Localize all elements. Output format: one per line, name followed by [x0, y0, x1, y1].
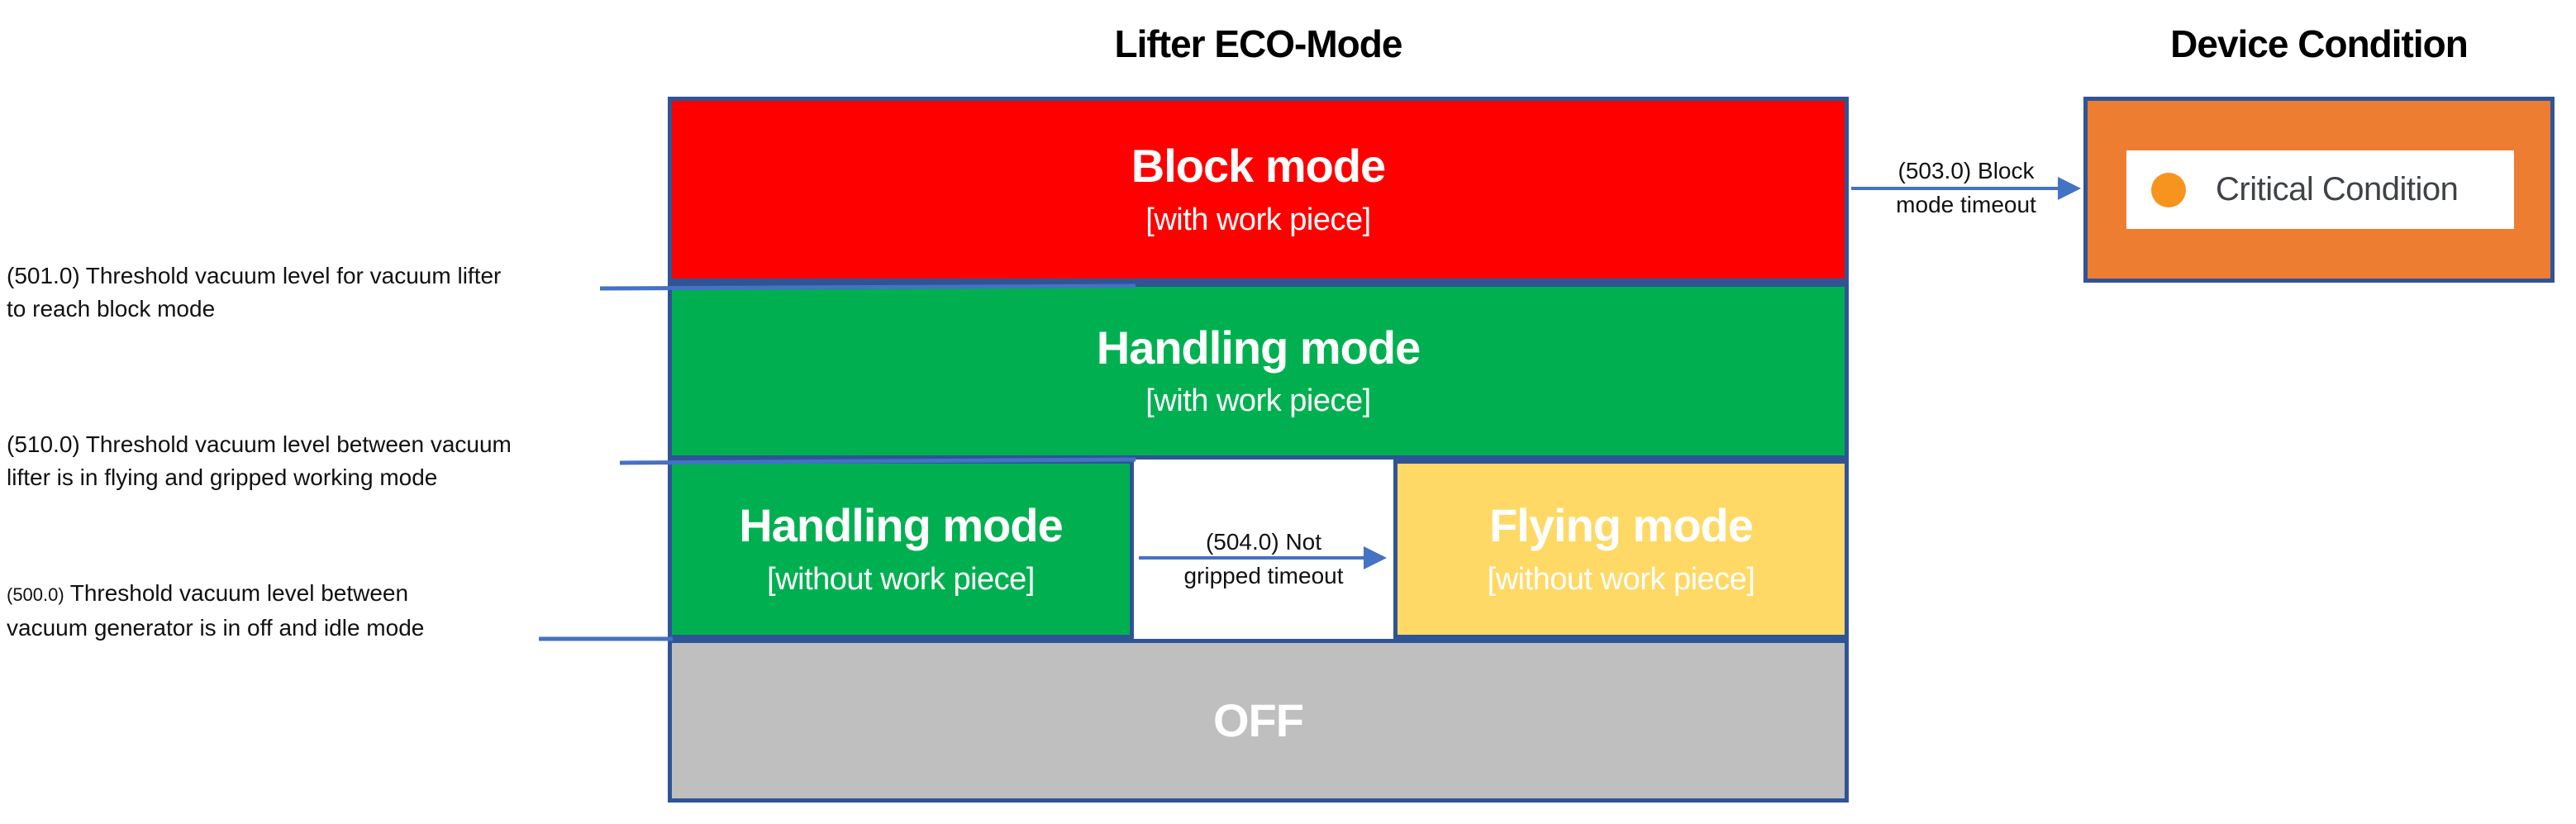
threshold-code: (500.0) [7, 584, 64, 605]
transition-line: (503.0) Block [1897, 158, 2035, 183]
threshold-note-line: lifter is in flying and gripped working … [7, 464, 438, 490]
threshold-note-501: (501.0)Threshold vacuum level for vacuum… [7, 260, 501, 326]
mode-block-handling-without-work-piece: Handling mode [without work piece] [668, 460, 1134, 639]
threshold-note-line: vacuum generator is in off and idle mode [7, 615, 425, 641]
mode-sublabel: [without work piece] [767, 561, 1035, 597]
mode-label: Handling mode [739, 499, 1063, 552]
threshold-text: Threshold vacuum level between [69, 580, 409, 606]
critical-condition-status: Critical Condition [2126, 150, 2514, 229]
status-label: Critical Condition [2216, 171, 2459, 207]
threshold-note-line: (501.0)Threshold vacuum level for vacuum… [7, 260, 501, 293]
mode-sublabel: [with work piece] [1145, 383, 1371, 419]
device-condition-title: Device Condition [2170, 22, 2469, 65]
threshold-note-500: (500.0)Threshold vacuum level between va… [7, 577, 424, 645]
mode-label: Block mode [1131, 140, 1386, 193]
mode-sublabel: [with work piece] [1145, 202, 1371, 237]
transition-line: (504.0) Not [1205, 529, 1322, 555]
threshold-note-line: (500.0)Threshold vacuum level between [7, 577, 424, 612]
mode-block-handling-with-work-piece: Handling mode [with work piece] [668, 283, 1849, 460]
transition-line: mode timeout [1896, 192, 2036, 217]
mode-label: Handling mode [1096, 321, 1421, 374]
threshold-code: (510.0) [7, 431, 80, 457]
mode-label: OFF [1213, 693, 1304, 746]
diagram-title: Lifter ECO-Mode [1114, 22, 1403, 65]
device-condition-box: Critical Condition [2083, 97, 2555, 283]
status-dot-icon [2151, 172, 2186, 207]
threshold-note-line: (510.0)Threshold vacuum level between va… [7, 428, 512, 461]
threshold-code: (501.0) [7, 263, 80, 288]
mode-block-flying-mode: Flying mode [without work piece] [1393, 460, 1849, 639]
mode-sublabel: [without work piece] [1487, 561, 1755, 597]
transition-label-block-mode-timeout: (503.0) Block mode timeout [1854, 154, 2078, 221]
mode-label: Flying mode [1489, 499, 1754, 552]
mode-block-block-mode: Block mode [with work piece] [668, 97, 1849, 283]
mode-block-off: OFF [668, 639, 1849, 803]
threshold-note-line: to reach block mode [7, 296, 216, 322]
transition-label-not-gripped-timeout: (504.0) Not gripped timeout [1134, 525, 1393, 593]
threshold-text: Threshold vacuum level between vacuum [85, 431, 512, 457]
transition-line: gripped timeout [1183, 563, 1344, 588]
threshold-text: Threshold vacuum level for vacuum lifter [85, 263, 502, 288]
threshold-note-510: (510.0)Threshold vacuum level between va… [7, 428, 512, 494]
